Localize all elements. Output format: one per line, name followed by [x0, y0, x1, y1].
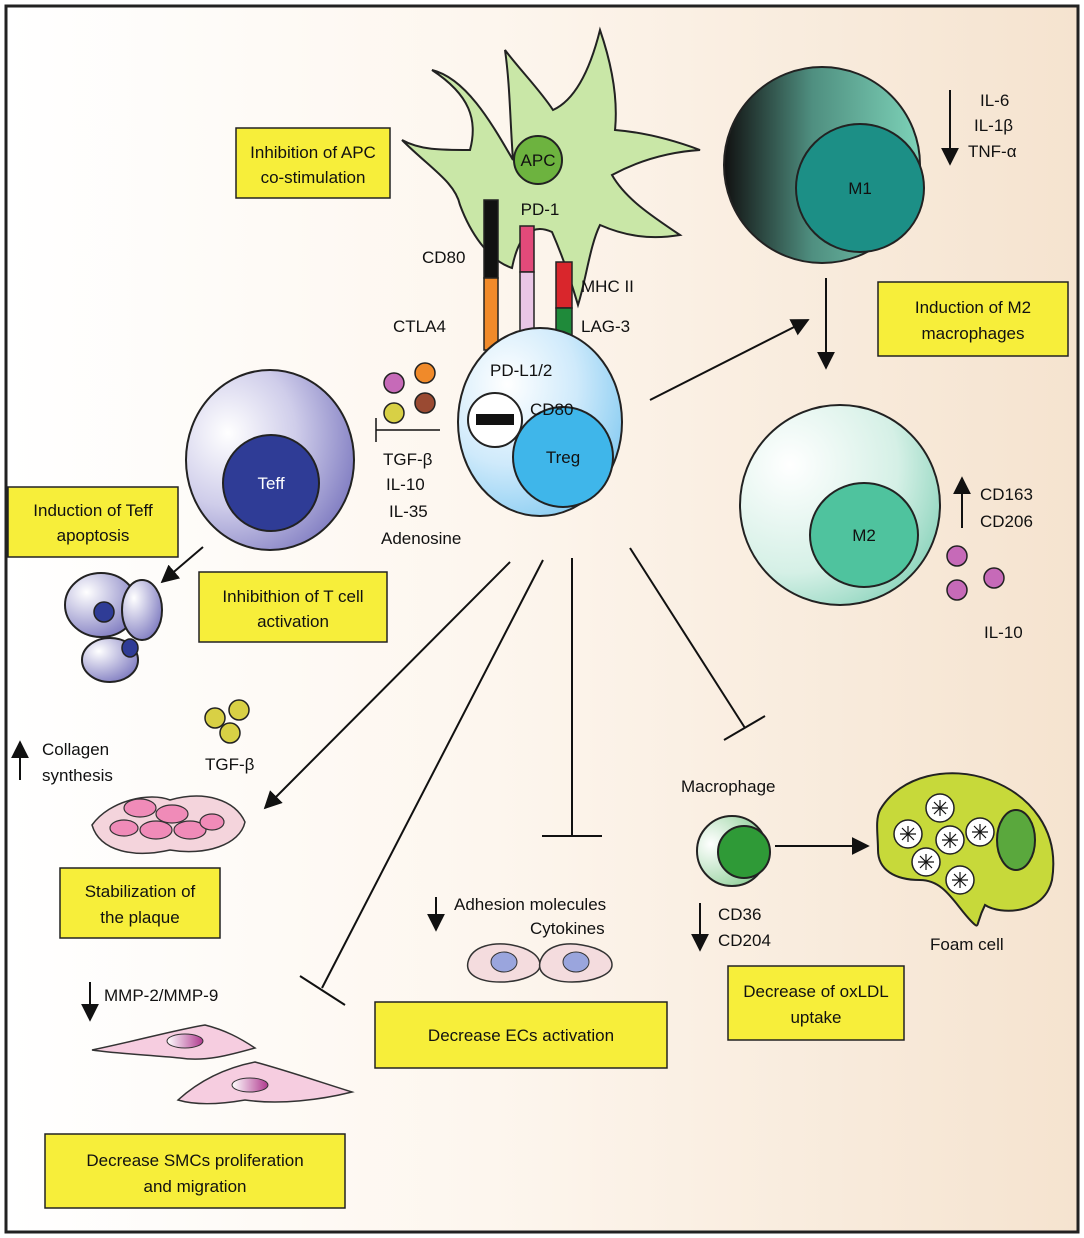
foam-cell-nucleus — [996, 809, 1036, 871]
il10-label: IL-10 — [984, 623, 1023, 642]
teff-nucleus — [222, 434, 320, 532]
m2-label: M2 — [852, 526, 876, 545]
svg-text:apoptosis: apoptosis — [57, 526, 130, 545]
svg-text:macrophages: macrophages — [921, 324, 1024, 343]
svg-text:activation: activation — [257, 612, 329, 631]
mhc2-molecule — [555, 261, 573, 309]
m1-nucleus — [795, 123, 925, 253]
endothelial-nucleus — [490, 951, 518, 973]
svg-text:Inhibithion of T cell: Inhibithion of T cell — [222, 587, 363, 606]
cd36-label: CD36 — [718, 905, 761, 924]
cd80-treg-label: CD80 — [530, 400, 573, 419]
treg-nucleus — [512, 406, 614, 508]
svg-text:co-stimulation: co-stimulation — [261, 168, 366, 187]
ctla4-receptor — [483, 277, 499, 351]
m1-il1b: IL-1β — [974, 116, 1013, 135]
treg-to-m2-arrow — [649, 319, 810, 401]
box-apc-costimulation: Inhibition of APC co-stimulation — [235, 127, 391, 199]
treg-label: Treg — [546, 448, 580, 467]
apc-nucleus — [513, 135, 563, 185]
macrophage-inhibition-bar — [723, 715, 766, 741]
collagen-label-1: Collagen — [42, 740, 109, 759]
macrophage-inhibition-line — [629, 547, 746, 729]
svg-text:Stabilization of: Stabilization of — [85, 882, 196, 901]
svg-text:and migration: and migration — [143, 1177, 246, 1196]
svg-text:Inhibition of APC: Inhibition of APC — [250, 143, 376, 162]
il10-dot — [983, 567, 1005, 589]
endothelial-nucleus — [562, 951, 590, 973]
apc-label: APC — [521, 151, 556, 170]
teff-label: Teff — [257, 474, 284, 493]
macrophage-label: Macrophage — [681, 777, 776, 796]
il10-dot — [946, 579, 968, 601]
cytokine-adenosine: Adenosine — [381, 529, 461, 548]
apoptosis-arrow — [160, 546, 204, 584]
pdl12-label: PD-L1/2 — [490, 361, 552, 380]
box-m2-induction: Induction of M2 macrophages — [877, 281, 1069, 357]
collagen-fiber — [123, 798, 157, 818]
m1-label: M1 — [848, 179, 872, 198]
plaque-arrow — [263, 561, 511, 810]
cytokine-tgfb: TGF-β — [383, 450, 433, 469]
cytokine-dot — [414, 392, 436, 414]
cytokine-il10: IL-10 — [386, 475, 425, 494]
apoptotic-nucleus — [121, 638, 139, 658]
box-teff-apoptosis: Induction of Teff apoptosis — [7, 486, 179, 558]
svg-text:Induction of M2: Induction of M2 — [915, 298, 1031, 317]
svg-text:the plaque: the plaque — [100, 908, 179, 927]
lipid-spikes — [900, 800, 988, 888]
svg-text:uptake: uptake — [790, 1008, 841, 1027]
svg-text:Decrease of oxLDL: Decrease of oxLDL — [743, 982, 889, 1001]
cytokine-dot — [383, 372, 405, 394]
svg-text:Decrease ECs activation: Decrease ECs activation — [428, 1026, 614, 1045]
m2-cd163: CD163 — [980, 485, 1033, 504]
smc-inhibition-bar — [299, 975, 346, 1006]
ctla4-label: CTLA4 — [393, 317, 446, 336]
collagen-label-2: synthesis — [42, 766, 113, 785]
svg-text:Decrease SMCs proliferation: Decrease SMCs proliferation — [86, 1151, 303, 1170]
apoptotic-body — [121, 579, 163, 641]
collagen-fiber — [139, 820, 173, 840]
box-tcell-activation: Inhibithion of T cell activation — [198, 571, 388, 643]
pd1-label: PD-1 — [521, 200, 560, 219]
box-ec-activation: Decrease ECs activation — [374, 1001, 668, 1069]
tgfb-dot — [219, 722, 241, 744]
collagen-fiber — [199, 813, 225, 831]
pdl-ligand — [519, 225, 535, 273]
foam-cell-label: Foam cell — [930, 935, 1004, 954]
adhesion-label: Adhesion molecules — [454, 895, 606, 914]
cytokine-il35: IL-35 — [389, 502, 428, 521]
tgfb-dot — [228, 699, 250, 721]
smc-nucleus — [231, 1077, 269, 1093]
il10-dot — [946, 545, 968, 567]
smc-inhibition-line — [321, 559, 544, 989]
svg-text:Induction of Teff: Induction of Teff — [33, 501, 153, 520]
cd80-ligand — [483, 199, 499, 279]
cd204-label: CD204 — [718, 931, 771, 950]
lag3-label: LAG-3 — [581, 317, 630, 336]
macrophage-nucleus — [717, 825, 771, 879]
minus-icon — [476, 414, 514, 425]
mmp-label: MMP-2/MMP-9 — [104, 986, 218, 1005]
m1-tnfa: TNF-α — [968, 142, 1017, 161]
m2-nucleus — [809, 482, 919, 588]
apoptotic-nucleus — [93, 601, 115, 623]
cytokines-ec-label: Cytokines — [530, 919, 605, 938]
m1-il6: IL-6 — [980, 91, 1009, 110]
box-plaque-stabilization: Stabilization of the plaque — [59, 867, 221, 939]
cytokine-dot — [383, 402, 405, 424]
smc-nucleus — [166, 1033, 204, 1049]
collagen-fiber — [155, 804, 189, 824]
box-smc-proliferation: Decrease SMCs proliferation and migratio… — [44, 1133, 346, 1209]
cd80-top-label: CD80 — [422, 248, 465, 267]
mhc2-label: MHC II — [581, 277, 634, 296]
tgfb-label: TGF-β — [205, 755, 255, 774]
tgfb-dot — [204, 707, 226, 729]
cytokine-dot — [414, 362, 436, 384]
box-oxldl-uptake: Decrease of oxLDL uptake — [727, 965, 905, 1041]
collagen-fiber — [109, 819, 139, 837]
m2-cd206: CD206 — [980, 512, 1033, 531]
collagen-fiber — [173, 820, 207, 840]
